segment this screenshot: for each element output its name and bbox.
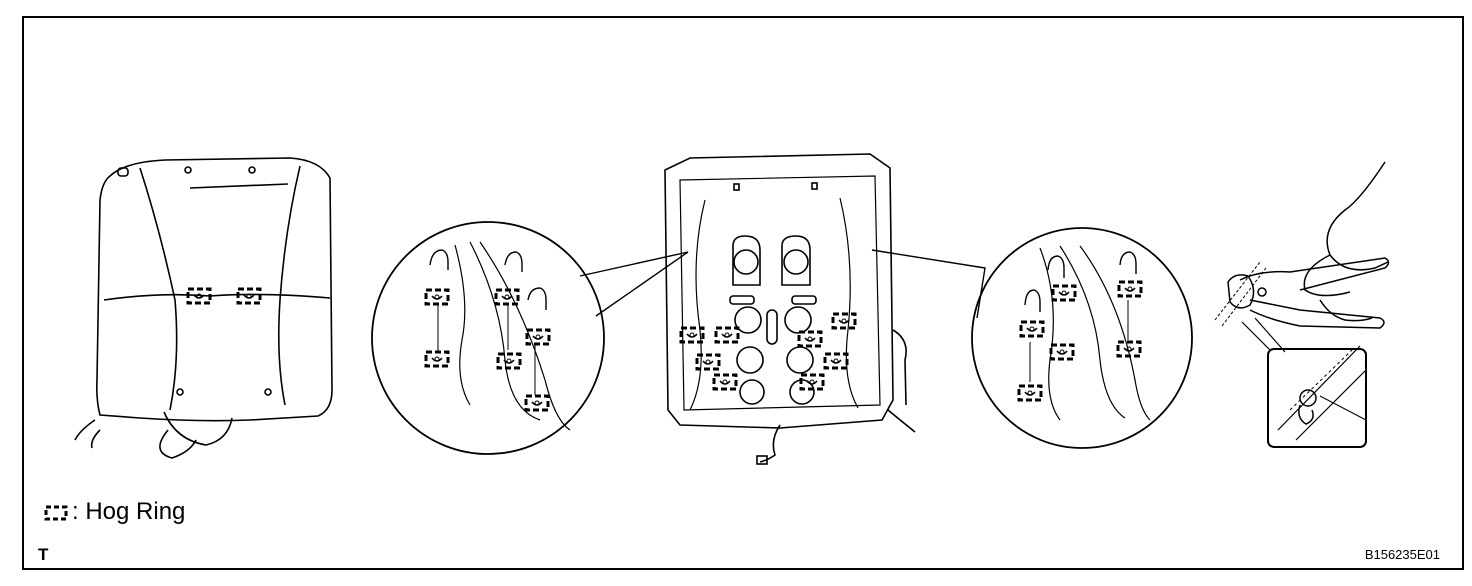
hog-ring-icon — [44, 505, 70, 519]
legend-label: : Hog Ring — [72, 498, 186, 525]
hog-ring — [1049, 343, 1075, 361]
diagram-frame — [22, 16, 1464, 570]
page-mark: T — [38, 545, 49, 564]
hog-ring — [831, 312, 857, 330]
detail-circle-right — [871, 227, 1193, 449]
hog-ring — [496, 352, 522, 370]
hog-ring — [524, 394, 550, 412]
hog-ring — [1017, 384, 1043, 402]
hog-ring — [712, 373, 738, 391]
hog-ring — [1019, 320, 1045, 338]
seat-back-cover — [74, 157, 333, 459]
detail-circle-left — [371, 221, 689, 455]
legend: : Hog Ring — [44, 497, 185, 527]
hog-ring — [1051, 284, 1077, 302]
seat-back-frame — [664, 153, 916, 465]
legend-hog-ring-icon — [44, 505, 68, 521]
hog-ring — [714, 326, 740, 344]
hog-ring — [1117, 280, 1143, 298]
hog-ring — [823, 352, 849, 370]
hog-ring — [424, 288, 450, 306]
hog-ring — [797, 330, 823, 348]
hog-ring — [236, 287, 262, 305]
hog-ring — [424, 350, 450, 368]
hog-ring-pliers — [1214, 161, 1390, 448]
figure-id: B156235E01 — [1364, 547, 1440, 562]
